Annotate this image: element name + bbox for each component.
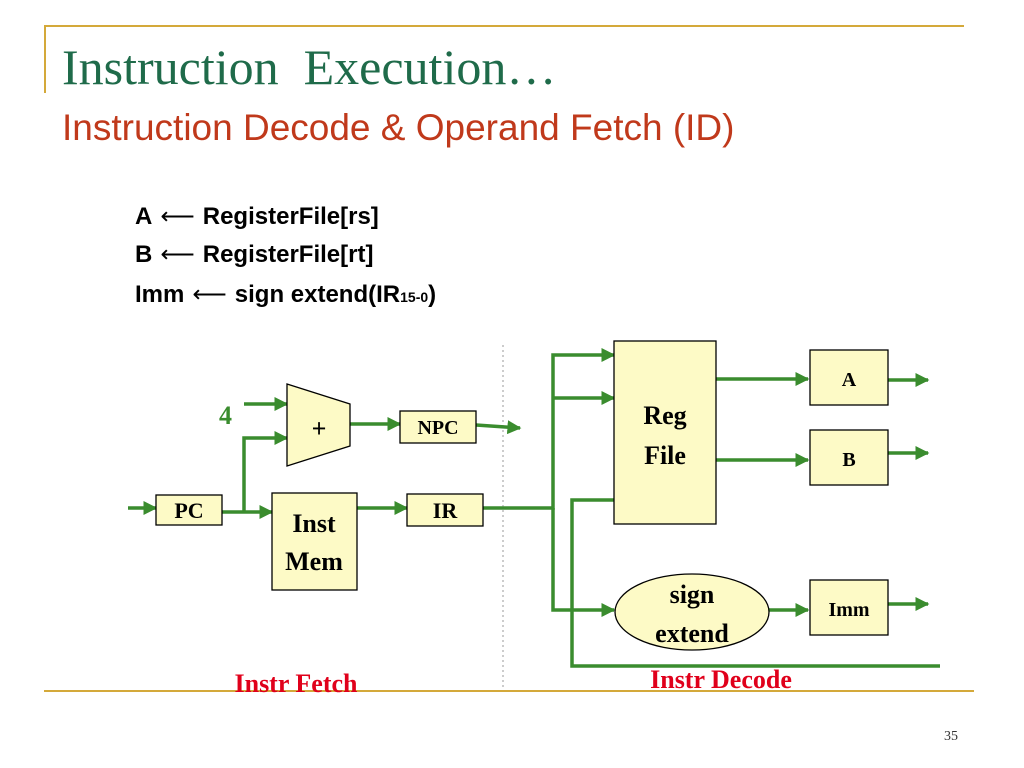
a-register: A <box>809 349 889 406</box>
ir-label: IR <box>433 498 459 523</box>
sign-extend-block: sign extend <box>614 573 770 651</box>
constant-four-label: 4 <box>219 401 232 430</box>
adder-block: + <box>286 383 351 467</box>
pc-register: PC <box>155 494 223 526</box>
imm-label: Imm <box>828 599 869 621</box>
bottom-decoration-line <box>44 690 974 692</box>
ir-register: IR <box>406 493 484 527</box>
imm-box <box>809 579 889 636</box>
npc-label: NPC <box>417 417 458 439</box>
equation-rhs: RegisterFile[rs] <box>202 203 379 230</box>
ir-passthrough-wire <box>570 498 940 668</box>
npc-box <box>399 410 477 444</box>
adder-label: + <box>312 414 327 443</box>
inst-mem-label-line2: Mem <box>285 547 343 576</box>
ir-to-regfile-rs-wire <box>483 348 616 510</box>
equation-rhs: RegisterFile[rt] <box>202 241 374 268</box>
ir-box <box>406 493 484 527</box>
npc-output-wire <box>475 420 522 435</box>
reg-file-box <box>613 340 717 525</box>
pc-box <box>155 494 223 526</box>
left-decoration-line <box>44 25 46 93</box>
sign-extend-ellipse <box>614 573 770 651</box>
equation-imm: Imm ⟵ sign extend(IR15-0) <box>135 283 436 307</box>
equation-lhs: Imm <box>135 281 185 308</box>
equation-suffix: ) <box>428 281 437 308</box>
equation-lhs: A <box>135 203 153 230</box>
left-arrow-icon: ⟵ <box>160 203 195 230</box>
adder-shape <box>286 383 351 467</box>
stage-label-fetch: Instr Fetch <box>234 669 358 698</box>
imm-register: Imm <box>809 579 889 636</box>
top-decoration-line <box>44 25 964 27</box>
instruction-memory-block: Inst Mem <box>271 492 358 591</box>
equation-subscript: 15-0 <box>400 289 429 305</box>
slide-title: Instruction Execution… <box>62 39 557 95</box>
b-register: B <box>809 429 889 486</box>
sign-extend-label-line2: extend <box>655 619 729 648</box>
inst-mem-box <box>271 492 358 591</box>
sign-extend-label-line1: sign <box>670 580 715 609</box>
equation-b: B ⟵ RegisterFile[rt] <box>135 243 373 267</box>
slide-subtitle: Instruction Decode & Operand Fetch (ID) <box>62 107 735 148</box>
register-file-block: Reg File <box>613 340 717 525</box>
b-box <box>809 429 889 486</box>
pc-to-adder-wire <box>242 431 289 512</box>
stage-label-decode: Instr Decode <box>650 665 792 694</box>
datapath-wires <box>128 348 940 668</box>
ir-to-signextend-wire <box>551 508 616 617</box>
reg-file-label-line1: Reg <box>643 401 686 430</box>
left-arrow-icon: ⟵ <box>160 241 195 268</box>
page-number: 35 <box>944 729 958 744</box>
a-box <box>809 349 889 406</box>
reg-file-label-line2: File <box>644 441 686 470</box>
equation-a: A ⟵ RegisterFile[rs] <box>135 205 379 229</box>
npc-register: NPC <box>399 410 477 444</box>
equation-lhs: B <box>135 241 153 268</box>
pc-label: PC <box>174 498 203 523</box>
b-label: B <box>842 449 855 471</box>
a-label: A <box>842 369 857 391</box>
inst-mem-label-line1: Inst <box>292 509 336 538</box>
equation-rhs: sign extend(IR <box>234 281 401 308</box>
left-arrow-icon: ⟵ <box>192 281 227 308</box>
